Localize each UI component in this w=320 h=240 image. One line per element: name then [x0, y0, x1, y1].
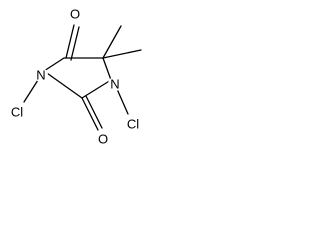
nitrogen-left-label: N [36, 68, 45, 83]
bond-n-left-cl [23, 79, 39, 103]
bond-c-carbonyl-bottom-n-left [43, 70, 83, 99]
chlorine-left-label: Cl [11, 105, 23, 120]
bond-n-right-cl [116, 88, 129, 115]
bond-c-gem-n-right [102, 57, 112, 81]
bond-n-left-c-carbonyl-top [43, 57, 65, 72]
bond-methyl-right [102, 49, 142, 59]
bond-n-right-c-carbonyl-bottom [81, 79, 112, 99]
oxygen-top-label: O [70, 7, 80, 22]
nitrogen-right-label: N [110, 77, 119, 92]
chlorine-right-label: Cl [127, 117, 139, 132]
structure-diagram: O N N Cl Cl O [8, 7, 142, 147]
double-bond-top-carbonyl [65, 24, 80, 61]
double-bond-bottom-carbonyl [81, 95, 103, 131]
chlorine-bonds [23, 79, 129, 115]
bond-methyl-upper [102, 25, 122, 59]
atom-labels: O N N Cl Cl O [8, 7, 142, 147]
methyl-bonds [102, 25, 142, 59]
oxygen-bottom-label: O [98, 132, 108, 147]
ring-bonds [43, 57, 112, 99]
